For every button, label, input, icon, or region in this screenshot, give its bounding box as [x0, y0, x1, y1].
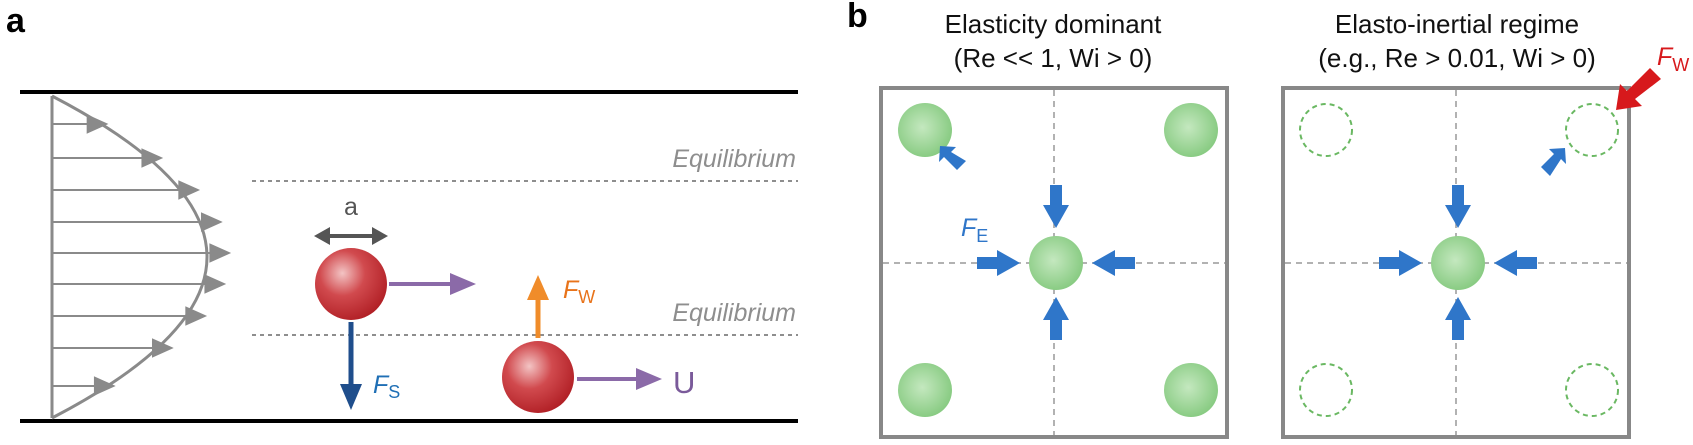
- lift-force-label: FW: [563, 276, 595, 307]
- left-particle-bottom-right: [1164, 363, 1218, 417]
- left-particle-bottom-left: [898, 363, 952, 417]
- profile-arrow-head: [151, 338, 174, 358]
- shear-force-arrow: [340, 322, 362, 410]
- velocity-arrow-lower: [577, 368, 662, 390]
- diameter-arrow: [314, 227, 388, 245]
- particle-upper: [315, 248, 387, 320]
- wall-force-label: FW: [1657, 43, 1689, 75]
- right-title-line2: (e.g., Re > 0.01, Wi > 0): [1318, 43, 1595, 73]
- profile-arrow-head: [209, 243, 232, 263]
- diameter-label: a: [344, 193, 358, 221]
- velocity-profile: [50, 94, 232, 420]
- left-title-line1: Elasticity dominant: [945, 9, 1163, 39]
- profile-arrow-head: [204, 274, 227, 294]
- panel-b-letter: b: [847, 0, 868, 35]
- left-particle-top-right: [1164, 103, 1218, 157]
- equilibrium-label-lower: Equilibrium: [672, 299, 796, 327]
- lift-force-arrow: [527, 275, 549, 338]
- left-particle-center: [1029, 236, 1083, 290]
- particle-lower: [502, 341, 574, 413]
- right-ghost-bottom-left: [1299, 363, 1353, 417]
- profile-arrow-head: [185, 306, 208, 326]
- velocity-label: U: [673, 365, 695, 400]
- right-ghost-top-left: [1299, 103, 1353, 157]
- velocity-arrow-upper: [389, 273, 476, 295]
- left-title-line2: (Re << 1, Wi > 0): [954, 43, 1153, 73]
- shear-force-label: FS: [373, 371, 400, 402]
- right-channel-box: [1281, 86, 1631, 439]
- right-title-line1: Elasto-inertial regime: [1335, 9, 1579, 39]
- right-force-arrows: [1379, 148, 1566, 340]
- right-ghost-bottom-right: [1565, 363, 1619, 417]
- left-elastic-force-arrows: [939, 146, 1135, 340]
- panel-a-letter: a: [6, 2, 26, 40]
- profile-arrow-head: [200, 212, 223, 232]
- right-ghost-top-right: [1565, 103, 1619, 157]
- equilibrium-label-upper: Equilibrium: [672, 145, 796, 173]
- wall-force-arrow: [1616, 68, 1661, 110]
- elastic-force-label: FE: [961, 214, 988, 246]
- profile-arrow-head: [178, 180, 201, 200]
- left-particle-top-left: [898, 103, 952, 157]
- profile-arrow-head: [93, 376, 116, 396]
- profile-arrow-head: [141, 148, 164, 168]
- profile-arrow-head: [86, 114, 109, 134]
- right-particle-center: [1431, 236, 1485, 290]
- left-channel-box: [879, 86, 1229, 439]
